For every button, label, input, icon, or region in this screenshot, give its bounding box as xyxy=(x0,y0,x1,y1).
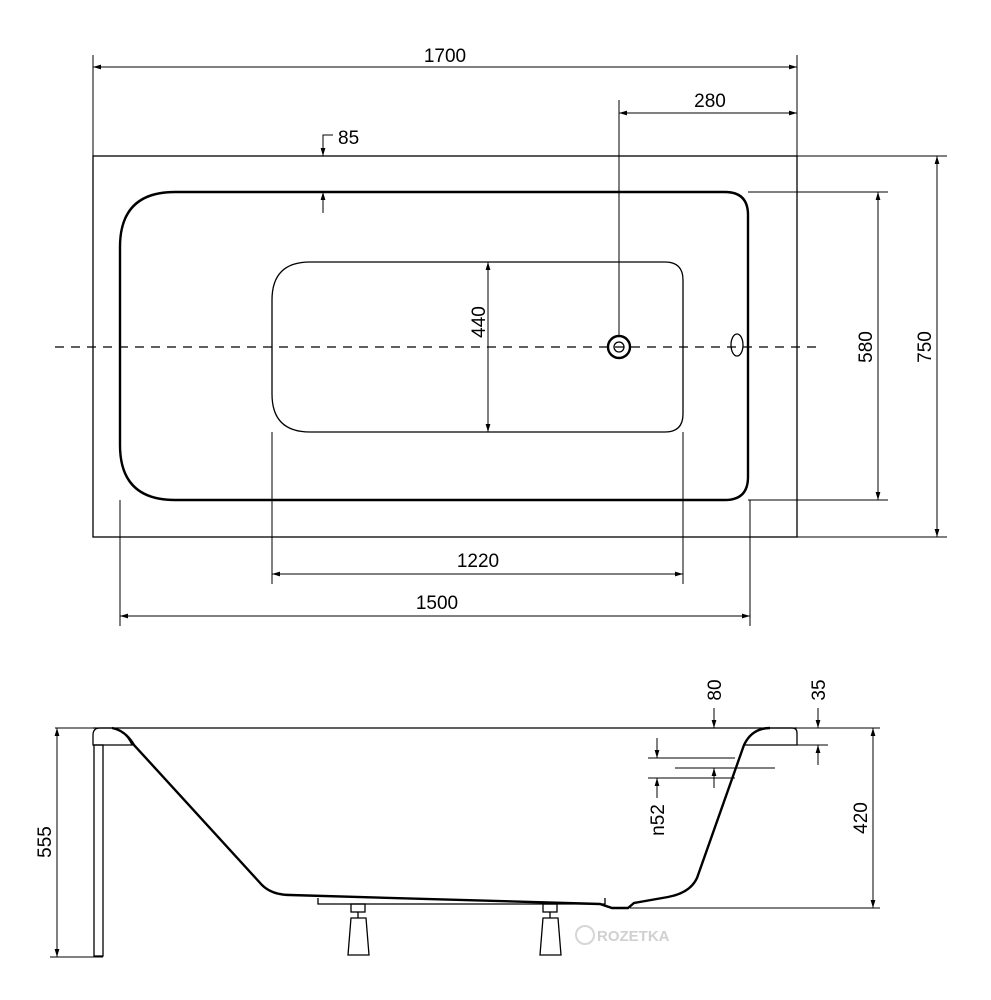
plan-view: 1700 280 85 440 580 750 1220 1500 xyxy=(55,46,947,626)
base-plate xyxy=(317,898,606,905)
right-rim xyxy=(745,727,798,746)
dim-floor-1220: 1220 xyxy=(457,551,499,572)
dim-width-750: 750 xyxy=(915,331,936,363)
drain-inner xyxy=(613,341,625,353)
dim-height-555: 555 xyxy=(35,826,56,858)
dim-inner-580: 580 xyxy=(856,331,877,363)
dim-length-1700: 1700 xyxy=(424,46,466,67)
dim-rim-85: 85 xyxy=(338,128,359,149)
dim-overflow-80: 80 xyxy=(705,679,726,700)
side-view: 555 420 80 35 n52 ROZETKA xyxy=(35,679,880,958)
dim-depth-420: 420 xyxy=(851,802,872,834)
basin-floor xyxy=(271,261,684,433)
watermark: ROZETKA xyxy=(575,925,670,945)
svg-text:ROZETKA: ROZETKA xyxy=(597,928,670,945)
foot-left xyxy=(347,903,370,956)
dim-drain-280: 280 xyxy=(694,91,726,112)
tub-profile xyxy=(111,726,771,910)
overflow xyxy=(730,333,744,357)
foot-right xyxy=(539,903,562,956)
dim-rim-35: 35 xyxy=(809,679,830,700)
inner-basin xyxy=(118,190,750,502)
dim-floor-440: 440 xyxy=(469,306,490,338)
dim-overflow-n52: n52 xyxy=(648,804,669,836)
dim-inner-1500: 1500 xyxy=(416,593,458,614)
front-panel xyxy=(93,744,104,957)
